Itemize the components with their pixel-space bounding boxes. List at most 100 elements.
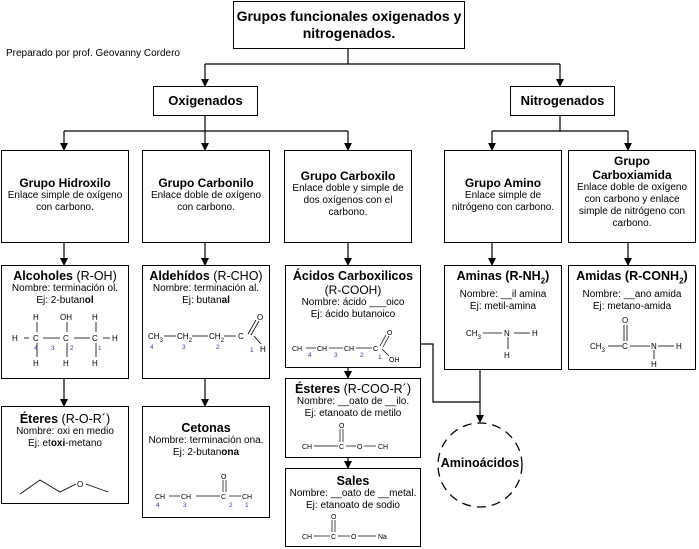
atom-h: H	[92, 313, 98, 322]
molecule-metano-amida: CH3 C O N H H	[590, 316, 682, 369]
grupo-carbonilo-box: Grupo Carbonilo Enlace doble de oxígeno …	[142, 150, 270, 243]
title-line-2: nitrogenados.	[302, 25, 396, 41]
atom-o: O	[357, 444, 363, 451]
aldehidos-formula: (R-CHO)	[209, 269, 263, 283]
carbon-number: 4	[156, 502, 160, 509]
aldehidos-ej: Ej: butan	[182, 295, 222, 306]
atom-o: O	[351, 534, 357, 541]
atom-na: Na	[378, 534, 387, 541]
grupo-carboxiamida-desc-1: Enlace doble de oxígeno	[576, 182, 688, 193]
acidos-nombre: Nombre: ácido ___oico	[301, 297, 405, 308]
eteres-ej: Ej: et	[28, 438, 51, 449]
eteres-formula: (R-O-R´)	[58, 412, 111, 426]
cetonas-ej-suffix: ona	[221, 447, 240, 458]
sub: 3	[478, 335, 482, 341]
grupo-carboxiamida-desc-3: simple de nitrógeno con	[578, 206, 686, 217]
sub: 2	[189, 338, 193, 344]
grupo-carboxilo-desc-3: carbono.	[328, 207, 368, 218]
carbon-number: 2	[216, 344, 220, 351]
grupo-carboxilo-desc-1: Enlace doble y simple de	[292, 183, 404, 194]
atom-h: H	[63, 359, 69, 368]
acidos-formula: (R-COOH)	[324, 283, 382, 297]
ch3-text: CH	[242, 494, 252, 501]
grupo-carboxilo-title: Grupo Carboxilo	[300, 169, 396, 183]
grupo-carbonilo-desc-2: con carbono.	[177, 202, 235, 213]
grupo-hidroxilo-desc-2: con carbono.	[36, 202, 94, 213]
sub: 3	[602, 348, 606, 354]
grupo-hidroxilo-box: Grupo Hidroxilo Enlace simple de oxígeno…	[1, 150, 129, 243]
grupo-carboxiamida-desc-4: carbono.	[612, 218, 652, 229]
grupo-amino-desc-1: Enlace simple de	[464, 190, 542, 201]
amidas-sub: 2	[679, 276, 684, 286]
ch3-text: CH	[378, 444, 388, 451]
grupo-carboxilo-box: Grupo Carboxilo Enlace doble y simple de…	[284, 150, 412, 243]
group-ch2: CH2	[209, 332, 225, 344]
aldehidos-name: Aldehídos	[149, 269, 210, 283]
atom-h: H	[33, 359, 39, 368]
ch3-text: CH	[292, 346, 302, 353]
alcoholes-formula: (R-OH)	[73, 269, 117, 283]
aminas-nombre: Nombre: __il amina	[459, 288, 547, 300]
grupo-hidroxilo-title: Grupo Hidroxilo	[19, 176, 111, 190]
grupo-amino-title: Grupo Amino	[464, 176, 542, 190]
eteres-ej-bold: oxi	[50, 438, 66, 449]
alcoholes-ej-suffix: ol	[84, 295, 94, 306]
group-ch2: CH2	[177, 332, 193, 344]
atom-o: O	[221, 474, 227, 481]
carbon-number: 1	[250, 347, 254, 354]
atom-h: H	[112, 334, 118, 343]
nitrogenados-label: Nitrogenados	[520, 93, 605, 108]
ch3-text: CH	[148, 332, 160, 341]
oxigenados-label: Oxigenados	[168, 93, 243, 108]
esteres-nombre: Nombre: __oato de __ilo.	[296, 396, 410, 407]
carbon-number: 1	[245, 502, 249, 509]
atom-c: C	[331, 534, 336, 541]
eteres-name: Éteres	[19, 412, 59, 426]
grupo-carboxiamida-title-1: Grupo	[614, 154, 650, 168]
aminas-box: Aminas (R-NH2) Nombre: __il amina Ej: me…	[444, 265, 562, 370]
esteres-name: Ésteres	[294, 382, 341, 396]
atom-c: C	[221, 494, 226, 501]
oxigenados-box: Oxigenados	[153, 86, 258, 116]
aminas-sub: 2	[540, 276, 546, 286]
atom-o: O	[387, 330, 393, 337]
atom-o: O	[622, 316, 628, 325]
sales-name: Sales	[336, 474, 370, 488]
carbon-number: 1	[378, 354, 382, 361]
title-line-1: Grupos funcionales oxigenados y	[236, 8, 462, 24]
sales-nombre: Nombre: __oato de __metal.	[289, 488, 417, 499]
alcoholes-box: Alcoholes (R-OH) Nombre: terminación ol.…	[1, 265, 129, 379]
cetonas-box: Cetonas Nombre: terminación ona. Ej: 2-b…	[142, 406, 270, 518]
atom-o: O	[257, 313, 263, 322]
atom-h: H	[12, 334, 18, 343]
molecule-acido-butanoico: CH CH CH C O OH 4 3 2 1	[292, 330, 400, 364]
atom-h: H	[532, 329, 538, 338]
ch3-text: CH	[155, 494, 165, 501]
carbon-number: 3	[183, 502, 187, 509]
esteres-box: Ésteres (R-COO-R´) Nombre: __oato de __i…	[285, 378, 421, 458]
grupo-hidroxilo-desc-1: Enlace simple de oxígeno	[7, 190, 123, 201]
carbon-number: 2	[360, 352, 364, 359]
ch2-text: CH	[177, 332, 189, 341]
atom-c: C	[622, 342, 628, 351]
atom-c: C	[33, 334, 39, 343]
carbon-number: 4	[150, 344, 154, 351]
molecule-etanoato-de-sodio: CH C O O Na	[302, 514, 387, 541]
grupo-amino-box: Grupo Amino Enlace simple de nitrógeno c…	[444, 150, 562, 243]
eteres-box: Éteres (R-O-R´) Nombre: oxi en medio Ej:…	[1, 406, 129, 504]
esteres-formula: (R-COO-R´)	[340, 382, 411, 396]
ch3-text: CH	[302, 534, 312, 541]
atom-c: C	[92, 334, 98, 343]
atom-c: C	[238, 332, 244, 341]
aldehidos-box: Aldehídos (R-CHO) Nombre: terminación al…	[142, 265, 270, 379]
ch3-text: CH3	[466, 329, 482, 341]
carbon-number: 2	[229, 502, 233, 509]
cetonas-nombre: Nombre: terminación ona.	[148, 435, 264, 446]
carbon-number: 3	[51, 345, 55, 352]
connector-acidos-to-aminoacidos	[421, 343, 480, 403]
grupo-carbonilo-title: Grupo Carbonilo	[158, 176, 254, 190]
molecule-etanoato-de-metilo: CH C O O CH	[302, 423, 388, 451]
amidas-nombre: Nombre: __ano amida	[582, 288, 682, 300]
esteres-ej: Ej: etanoato de metilo	[304, 408, 402, 419]
